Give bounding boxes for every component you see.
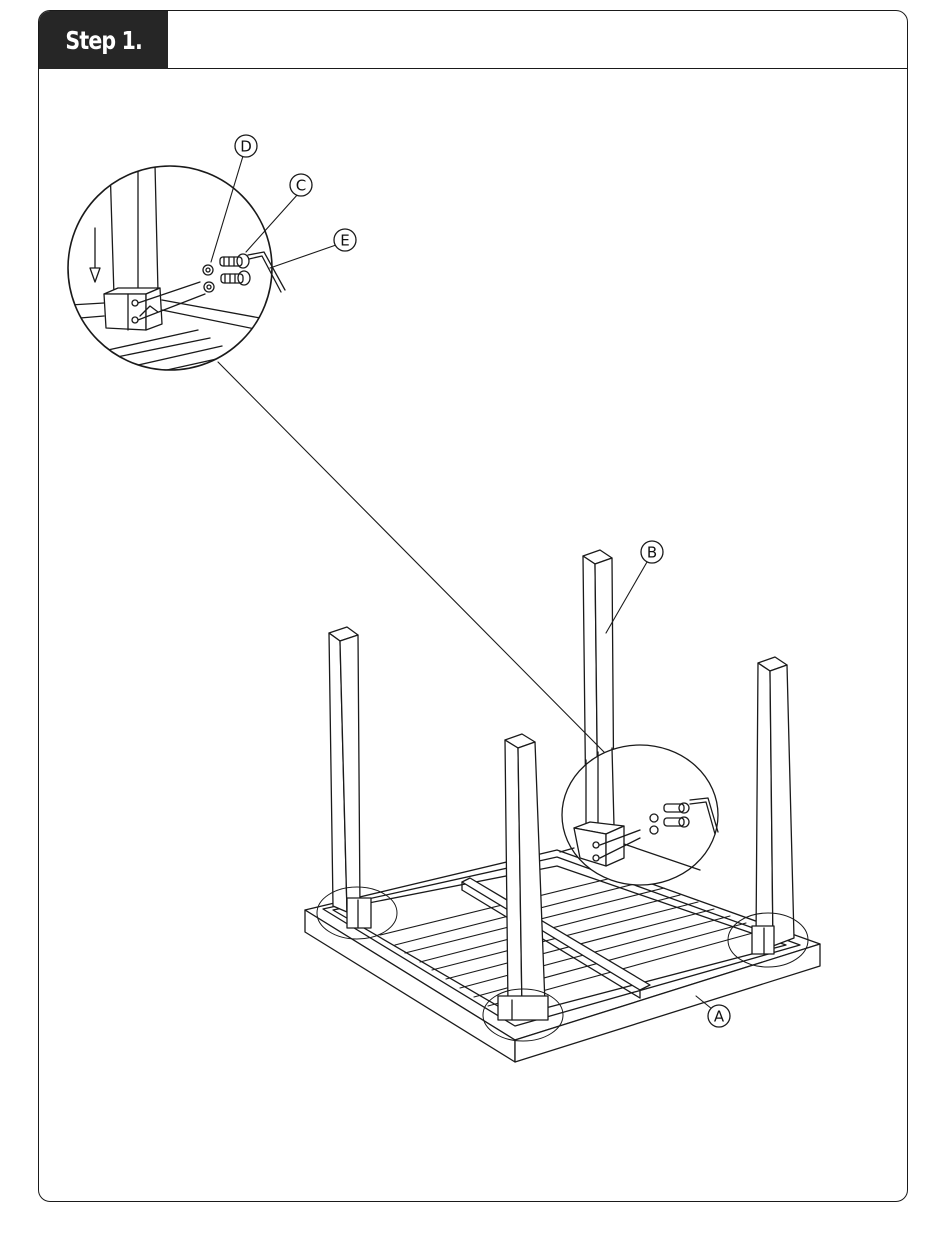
callout-a: A [708, 1005, 730, 1027]
callout-d: D [235, 135, 257, 157]
callout-e: E [334, 229, 356, 251]
callout-c-label: C [296, 177, 306, 195]
callout-b: B [641, 541, 663, 563]
bracket-detail-ellipse [560, 745, 718, 885]
callout-e-label: E [340, 232, 349, 250]
magnification-leader-line [218, 362, 604, 752]
table-top [305, 850, 820, 1062]
callout-c: C [290, 174, 312, 196]
callout-a-label: A [714, 1008, 725, 1026]
callout-d-label: D [240, 138, 252, 156]
callout-b-label: B [647, 544, 657, 562]
magnified-inset [68, 165, 285, 384]
leg-front-right [752, 657, 794, 954]
leg-back-left [329, 627, 371, 928]
